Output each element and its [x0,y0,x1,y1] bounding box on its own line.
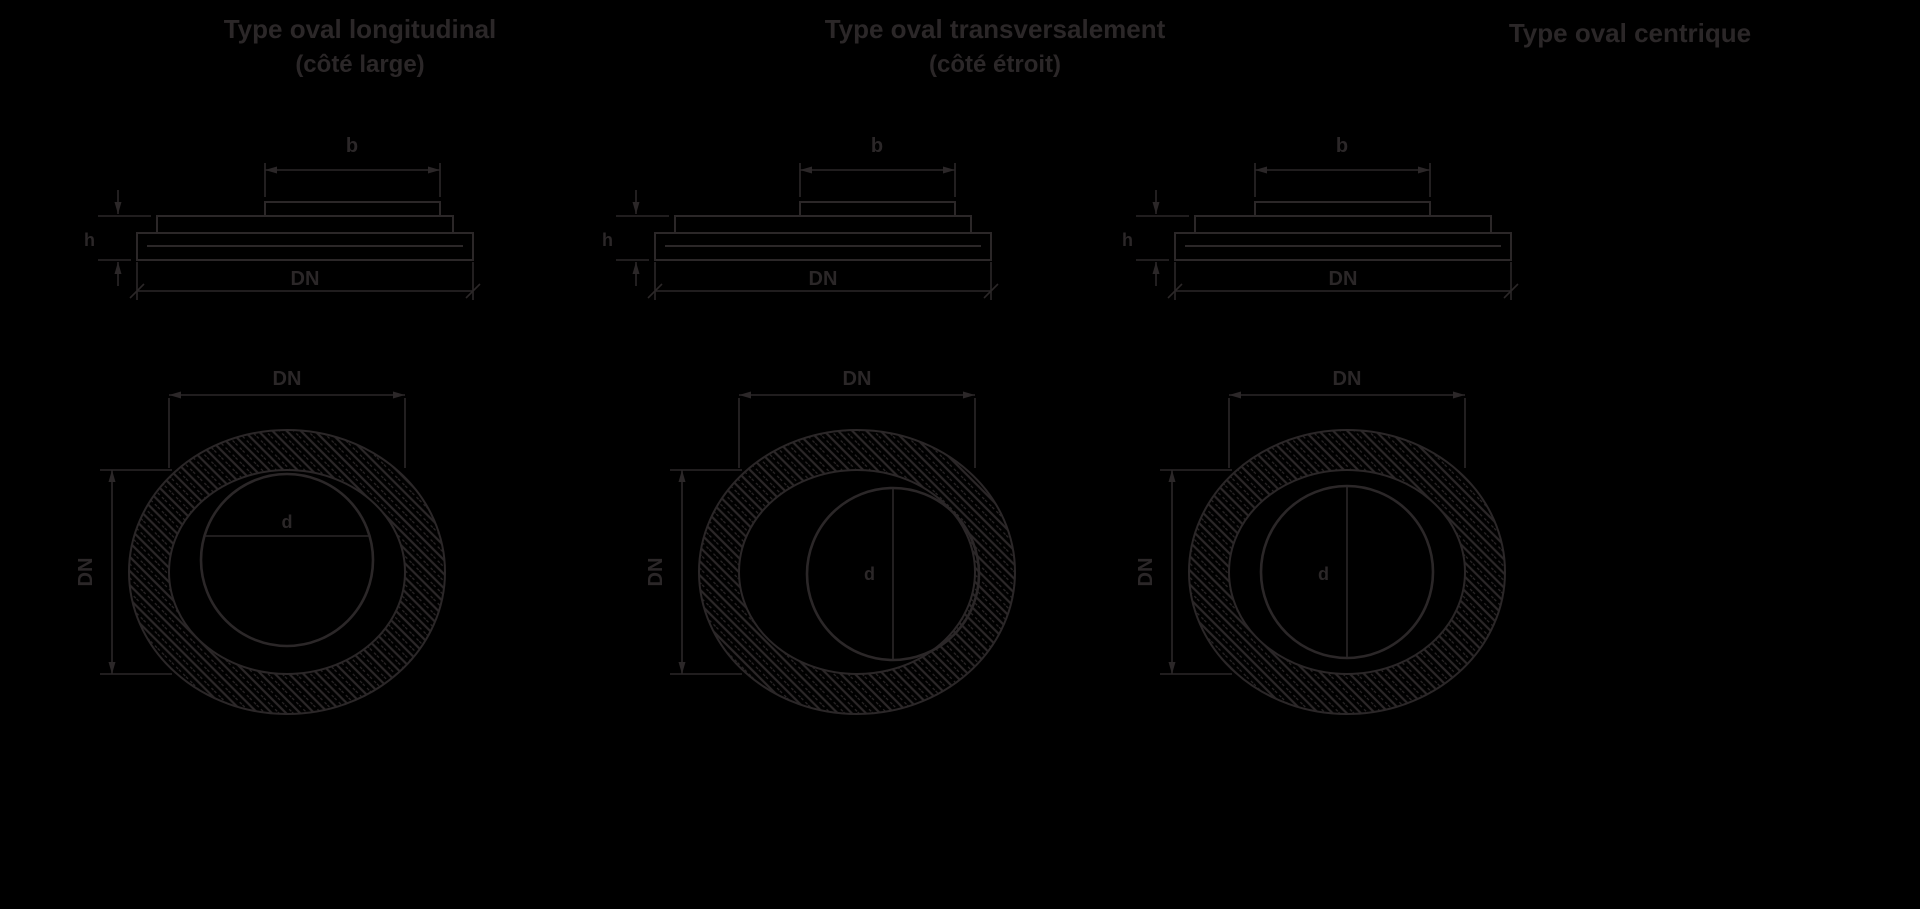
column-oval-centrique: Type oval centrique b h DN [1122,18,1751,715]
frame-base-outline [654,232,992,261]
frame-inner-oval [1228,469,1466,675]
oblique-tick [465,283,481,299]
side-view-centrique: b h DN [1122,135,1519,300]
dim-label-dn-width: DN [273,368,302,390]
plan-view-centrique: d DN DN [1135,368,1506,715]
dim-label-h: h [602,230,613,250]
column-oval-transversal: Type oval transversalement (côté étroit)… [602,14,1166,715]
frame-outer-oval [698,429,1016,715]
cover-plate-outline [1194,215,1492,234]
cover-lid-outline [799,201,956,216]
frame-inner-oval [738,469,976,675]
dim-label-b: b [1336,135,1348,157]
cover-circle [199,472,375,648]
dim-label-b: b [346,135,358,157]
plan-view-transversal: d DN DN [645,368,1016,715]
dim-label-dn-width: DN [843,368,872,390]
dim-label-dn-height: DN [645,558,667,587]
frame-ring-hatch [699,430,1015,714]
dim-label-dn: DN [291,268,320,290]
dim-label-dn-width: DN [1333,368,1362,390]
side-view-transversal: b h DN [602,135,999,300]
dim-label-h: h [84,230,95,250]
oblique-tick [1503,283,1519,299]
dim-label-dn: DN [1329,268,1358,290]
oblique-tick [129,283,145,299]
column-subtitle: (côté étroit) [929,51,1061,78]
column-oval-longitudinal: Type oval longitudinal (côté large) b h [75,14,497,715]
column-subtitle: (côté large) [295,51,424,78]
cover-plate-outline [156,215,454,234]
cover-lid-outline [1254,201,1431,216]
frame-base-outline [1174,232,1512,261]
frame-ring-hatch [129,430,445,714]
oblique-tick [1167,283,1183,299]
cover-lid-outline [264,201,441,216]
frame-outer-oval [1188,429,1506,715]
oblique-tick [983,283,999,299]
dim-label-h: h [1122,230,1133,250]
dim-label-d: d [282,512,293,532]
dim-label-b: b [871,135,883,157]
column-title: Type oval transversalement [825,14,1166,44]
column-title: Type oval longitudinal [224,14,497,44]
oblique-tick [647,283,663,299]
dim-label-dn-height: DN [75,558,97,587]
dim-label-d: d [1318,564,1329,584]
dim-label-dn: DN [809,268,838,290]
frame-base-outline [136,232,474,261]
frame-inner-oval [168,469,406,675]
plan-view-longitudinal: d DN DN [75,368,446,715]
cover-plate-outline [674,215,972,234]
column-title: Type oval centrique [1509,18,1751,48]
dim-label-d: d [864,564,875,584]
dim-label-dn-height: DN [1135,558,1157,587]
frame-outer-oval [128,429,446,715]
side-view-longitudinal: b h DN [84,135,481,300]
